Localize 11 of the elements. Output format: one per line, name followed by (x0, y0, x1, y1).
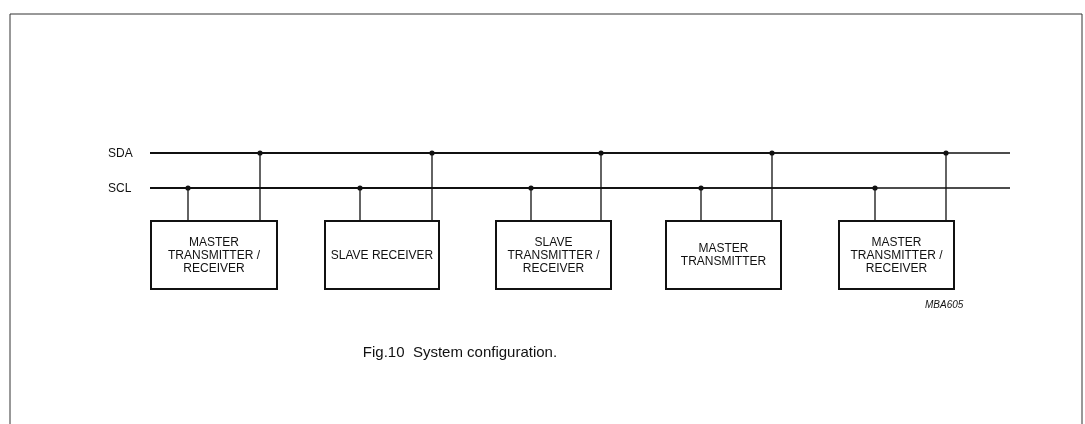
device-box: SLAVE RECEIVER (324, 220, 440, 290)
device-box: MASTER TRANSMITTER (665, 220, 782, 290)
bus-connection (149, 187, 876, 221)
bus-connection (149, 152, 947, 221)
device-box: SLAVE TRANSMITTER / RECEIVER (495, 220, 612, 290)
figure-caption: Fig.10 System configuration. (361, 343, 559, 360)
figure-code: MBA605 (925, 299, 964, 310)
bus-name: SDA (108, 146, 133, 160)
bus-name: SCL (108, 181, 132, 195)
device-box: MASTER TRANSMITTER / RECEIVER (150, 220, 278, 290)
device-box: MASTER TRANSMITTER / RECEIVER (838, 220, 955, 290)
